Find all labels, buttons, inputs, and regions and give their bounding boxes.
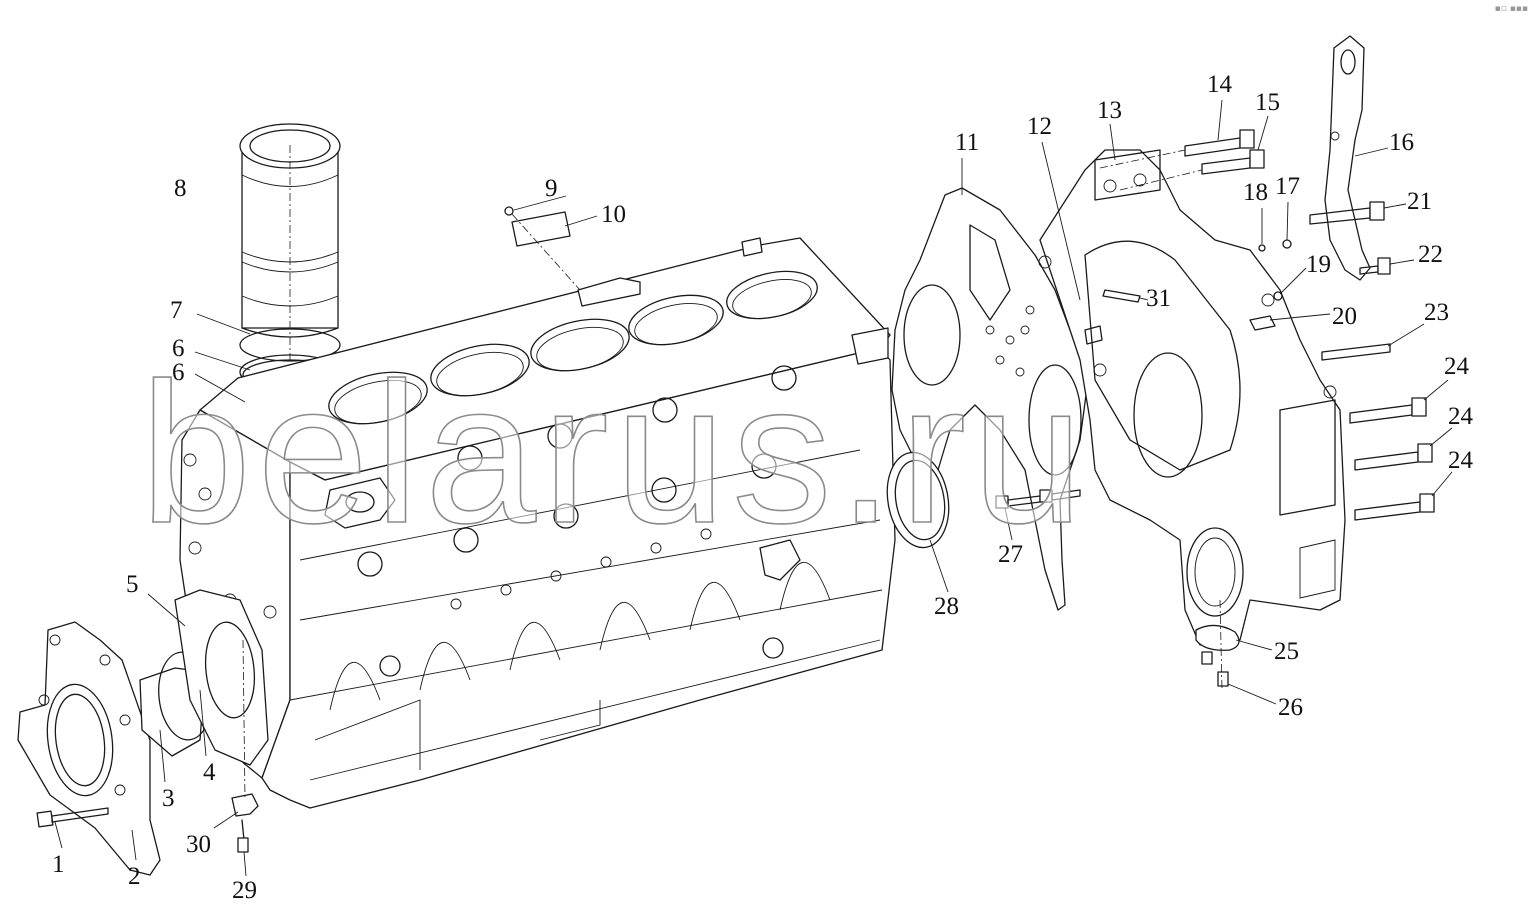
bolts-24: [1349, 397, 1435, 521]
callout-20: 20: [1332, 303, 1357, 330]
callout-3: 3: [162, 785, 175, 812]
callout-14: 14: [1207, 71, 1233, 98]
watermark-text: belarus.ru: [140, 342, 1089, 565]
sensor-30: [231, 639, 259, 853]
bolts-21-22: [1309, 201, 1391, 275]
cover-plate-10: [504, 206, 581, 291]
callout-24a: 24: [1444, 353, 1470, 380]
callout-24b: 24: [1448, 403, 1474, 430]
callout-30: 30: [186, 831, 211, 858]
callout-19: 19: [1306, 251, 1331, 278]
callout-21: 21: [1407, 188, 1432, 215]
callout-13: 13: [1097, 97, 1122, 124]
callout-22: 22: [1418, 241, 1443, 268]
callout-4: 4: [203, 759, 216, 786]
bolt-31: [1084, 289, 1141, 345]
callout-16: 16: [1389, 129, 1414, 156]
callout-9: 9: [545, 175, 558, 202]
callout-17: 17: [1275, 173, 1300, 200]
seal-ring-28: [886, 451, 950, 549]
corner-mark: ▪▫ ▪▪▪: [1494, 4, 1528, 14]
callout-23: 23: [1424, 299, 1449, 326]
bolts-27: [995, 489, 1081, 509]
callout-1: 1: [52, 851, 65, 878]
callout-31: 31: [1146, 285, 1171, 312]
callout-29: 29: [232, 877, 257, 904]
callout-10: 10: [601, 201, 626, 228]
callout-6a: 6: [172, 335, 185, 362]
front-seal-housing: [17, 621, 161, 876]
callout-7: 7: [170, 297, 183, 324]
pins-17-20: [1249, 239, 1292, 331]
bolt-1: [36, 807, 109, 828]
callout-15: 15: [1255, 89, 1280, 116]
leader-lines: [54, 99, 1453, 877]
callout-18: 18: [1243, 179, 1268, 206]
lifting-bracket-16: [1324, 35, 1371, 281]
callout-24c: 24: [1448, 447, 1474, 474]
callout-2: 2: [128, 863, 141, 890]
bolts-14-15: [1099, 129, 1265, 191]
rear-gasket-housing: [174, 589, 269, 766]
callout-25: 25: [1274, 638, 1299, 665]
timing-gear-housing: [1038, 149, 1346, 646]
callout-5: 5: [126, 571, 139, 598]
timing-gasket: [891, 187, 1089, 611]
callout-12: 12: [1027, 113, 1052, 140]
cover-25: [1195, 599, 1240, 691]
callout-26: 26: [1278, 694, 1303, 721]
cylinder-block: [179, 237, 896, 809]
callout-numbers: 1 2 3 4 5 6 6 7 8 9 10 11 12 13 14 15 16…: [52, 71, 1474, 904]
callout-6b: 6: [172, 359, 185, 386]
callout-27: 27: [998, 541, 1023, 568]
callout-11: 11: [955, 129, 979, 156]
stud-23: [1321, 343, 1391, 361]
callout-8: 8: [174, 175, 187, 202]
callout-28: 28: [934, 593, 959, 620]
